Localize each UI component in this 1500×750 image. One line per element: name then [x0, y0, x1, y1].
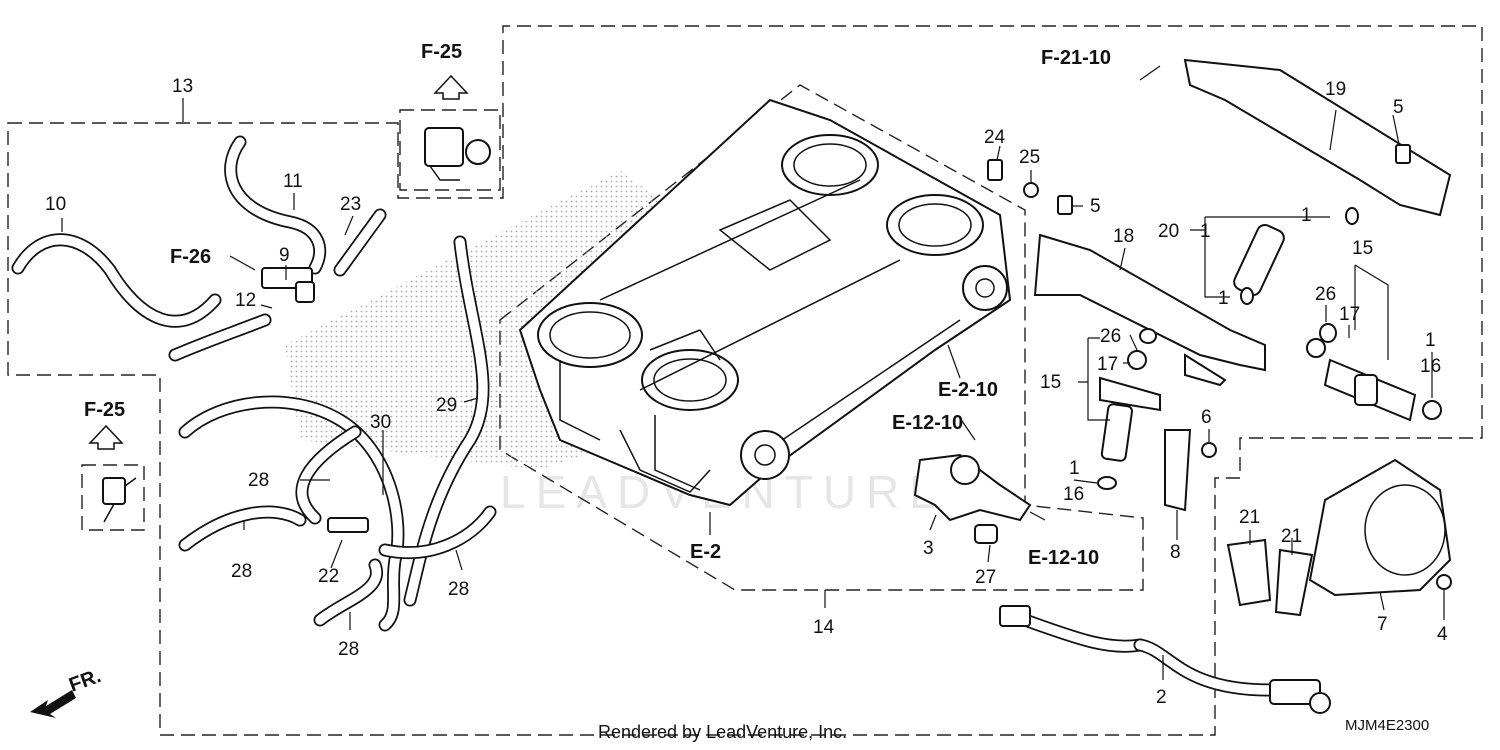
ref-e2-10[interactable]: E-2-10 — [938, 379, 998, 401]
callout-14: 14 — [813, 617, 835, 638]
ref-e12-10-bottom[interactable]: E-12-10 — [1028, 547, 1099, 569]
callout-6: 6 — [1201, 407, 1212, 428]
front-indicator: FR. — [66, 665, 104, 697]
ref-f25-top[interactable]: F-25 — [421, 41, 462, 63]
callout-1: 1 — [1069, 458, 1080, 479]
callout-28: 28 — [448, 579, 469, 600]
callout-15: 15 — [1040, 372, 1061, 393]
callout-21: 21 — [1281, 526, 1302, 547]
fittings — [261, 267, 1331, 714]
callout-1: 1 — [1425, 330, 1436, 351]
ref-f21-10[interactable]: F-21-10 — [1041, 47, 1111, 69]
part-callouts: 1 1 1 1 1 2 3 4 5 5 6 7 8 9 10 11 12 13 … — [45, 76, 1448, 708]
callout-3: 3 — [923, 538, 934, 559]
ref-e2[interactable]: E-2 — [690, 541, 721, 563]
callout-8: 8 — [1170, 542, 1181, 563]
callout-16: 16 — [1420, 356, 1441, 377]
callout-24: 24 — [984, 127, 1006, 148]
callout-19: 19 — [1325, 79, 1346, 100]
callout-28: 28 — [338, 639, 359, 660]
callout-7: 7 — [1377, 614, 1388, 635]
callout-1: 1 — [1218, 288, 1229, 309]
callout-13: 13 — [172, 76, 193, 97]
callout-17: 17 — [1097, 354, 1118, 375]
callout-12: 12 — [235, 290, 256, 311]
map-sensor-icon — [424, 127, 491, 181]
diagram-code: MJM4E2300 — [1345, 717, 1429, 734]
callout-22: 22 — [318, 566, 339, 587]
callout-4: 4 — [1437, 624, 1448, 645]
callout-18: 18 — [1113, 226, 1134, 247]
callout-29: 29 — [436, 395, 457, 416]
callout-1: 1 — [1200, 221, 1211, 242]
leader-lines — [61, 65, 1445, 680]
hoses — [11, 135, 1277, 697]
callout-11: 11 — [283, 171, 303, 192]
callout-17: 17 — [1339, 304, 1360, 325]
callout-21: 21 — [1239, 507, 1260, 528]
front-arrow-icon — [30, 690, 76, 718]
callout-28: 28 — [231, 561, 252, 582]
fuel-rails — [913, 58, 1452, 544]
ref-e12-10-top[interactable]: E-12-10 — [892, 412, 963, 434]
bolts-and-washers — [987, 144, 1442, 490]
callout-26: 26 — [1315, 284, 1336, 305]
assembly-boundaries — [7, 25, 1483, 736]
valve-icon — [102, 477, 137, 523]
callout-5: 5 — [1393, 97, 1404, 118]
ref-f26[interactable]: F-26 — [170, 246, 211, 268]
callout-10: 10 — [45, 194, 66, 215]
callout-1: 1 — [1301, 205, 1312, 226]
cover-and-clamps — [1201, 442, 1452, 617]
callout-9: 9 — [279, 245, 290, 266]
callout-26: 26 — [1100, 326, 1121, 347]
arrow-up-icon — [88, 424, 124, 450]
callout-27: 27 — [975, 567, 996, 588]
callout-28: 28 — [248, 470, 269, 491]
callout-20: 20 — [1158, 221, 1179, 242]
ref-f25-left[interactable]: F-25 — [84, 399, 125, 421]
callout-30: 30 — [370, 412, 391, 433]
callout-25: 25 — [1019, 147, 1040, 168]
throttle-body — [518, 98, 1012, 507]
callout-23: 23 — [340, 194, 361, 215]
callout-15: 15 — [1352, 238, 1373, 259]
arrow-up-icon — [433, 74, 469, 100]
callout-16: 16 — [1063, 484, 1084, 505]
rendered-by-credit: Rendered by LeadVenture, Inc. — [598, 722, 847, 742]
callout-2: 2 — [1156, 687, 1167, 708]
callout-5: 5 — [1090, 196, 1101, 217]
